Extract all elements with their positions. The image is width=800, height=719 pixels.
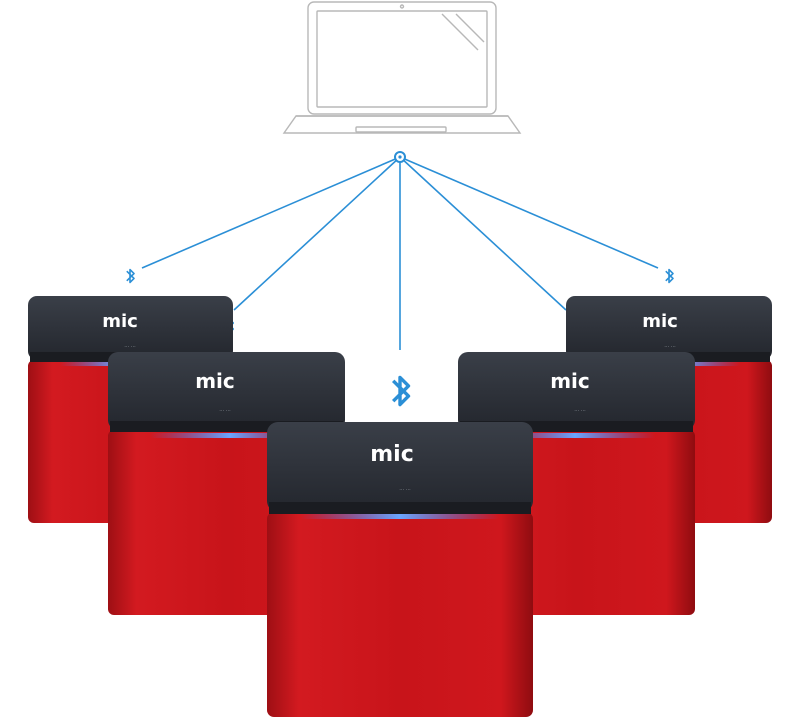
connection-line-near-right: [399, 156, 567, 311]
bluetooth-icon: [126, 268, 135, 284]
speaker-tagline: … …: [574, 407, 586, 413]
speaker-tagline: … …: [219, 407, 231, 413]
speaker-brand-logo: mic: [642, 311, 678, 332]
speaker-brand-logo: mic: [370, 442, 414, 467]
connection-line-far-left: [141, 156, 401, 269]
speaker-tagline: … …: [399, 486, 411, 492]
bluetooth-icon: [391, 375, 411, 407]
laptop-icon: [282, 1, 522, 134]
speaker-brand-logo: mic: [195, 369, 235, 393]
speaker-center: mic … …: [267, 422, 533, 717]
bluetooth-hub-icon: [394, 151, 406, 163]
speaker-brand-logo: mic: [550, 369, 590, 393]
bluetooth-icon: [664, 268, 674, 284]
connection-lines: [141, 156, 659, 350]
connection-line-far-right: [399, 156, 659, 269]
speaker-tagline: … …: [664, 343, 676, 349]
connection-line-near-left: [233, 156, 401, 311]
speaker-tagline: … …: [124, 343, 136, 349]
speaker-brand-logo: mic: [102, 311, 138, 332]
